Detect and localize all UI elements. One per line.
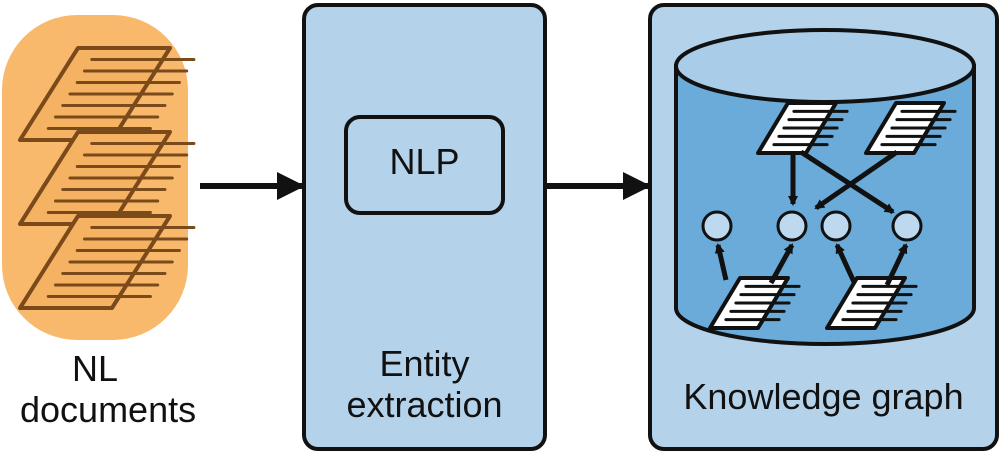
graph-nodes xyxy=(701,210,923,242)
document-icon xyxy=(825,276,918,330)
knowledge-graph-label: Knowledge graph xyxy=(683,376,964,417)
edge-doc4-nodeD xyxy=(884,243,909,287)
document-sheet xyxy=(18,214,196,310)
entity-extraction-label-line2: extraction xyxy=(346,384,503,426)
nl-documents-label-line1: NL xyxy=(71,348,119,389)
edge-doc2-nodeC xyxy=(814,149,899,211)
edge-doc3-nodeA xyxy=(714,243,729,281)
edge-doc3-nodeB xyxy=(768,243,795,285)
circle-node-icon xyxy=(776,210,808,242)
cylinder-database-icon xyxy=(674,28,976,346)
nlp-label: NLP xyxy=(389,141,460,182)
knowledge-graph-box xyxy=(648,3,999,451)
nl-documents-group xyxy=(2,15,196,340)
nl-documents-label: NL documents xyxy=(20,348,197,431)
stacked-document-icon xyxy=(18,46,196,310)
document-icon xyxy=(864,101,957,155)
circle-node-icon xyxy=(701,210,733,242)
circle-node-icon xyxy=(820,210,852,242)
entity-extraction-label: Entity extraction xyxy=(314,343,535,426)
graph-edges xyxy=(714,149,909,287)
nl-documents-label-line2: documents xyxy=(20,389,197,431)
nlp-box xyxy=(344,115,505,215)
circle-node-icon xyxy=(891,210,923,242)
edge-doc4-nodeC xyxy=(834,243,857,284)
entity-extraction-box xyxy=(302,3,547,451)
document-sheet xyxy=(18,130,196,226)
edge-doc1-nodeD xyxy=(799,149,895,215)
entity-extraction-label-line1: Entity xyxy=(379,343,470,384)
